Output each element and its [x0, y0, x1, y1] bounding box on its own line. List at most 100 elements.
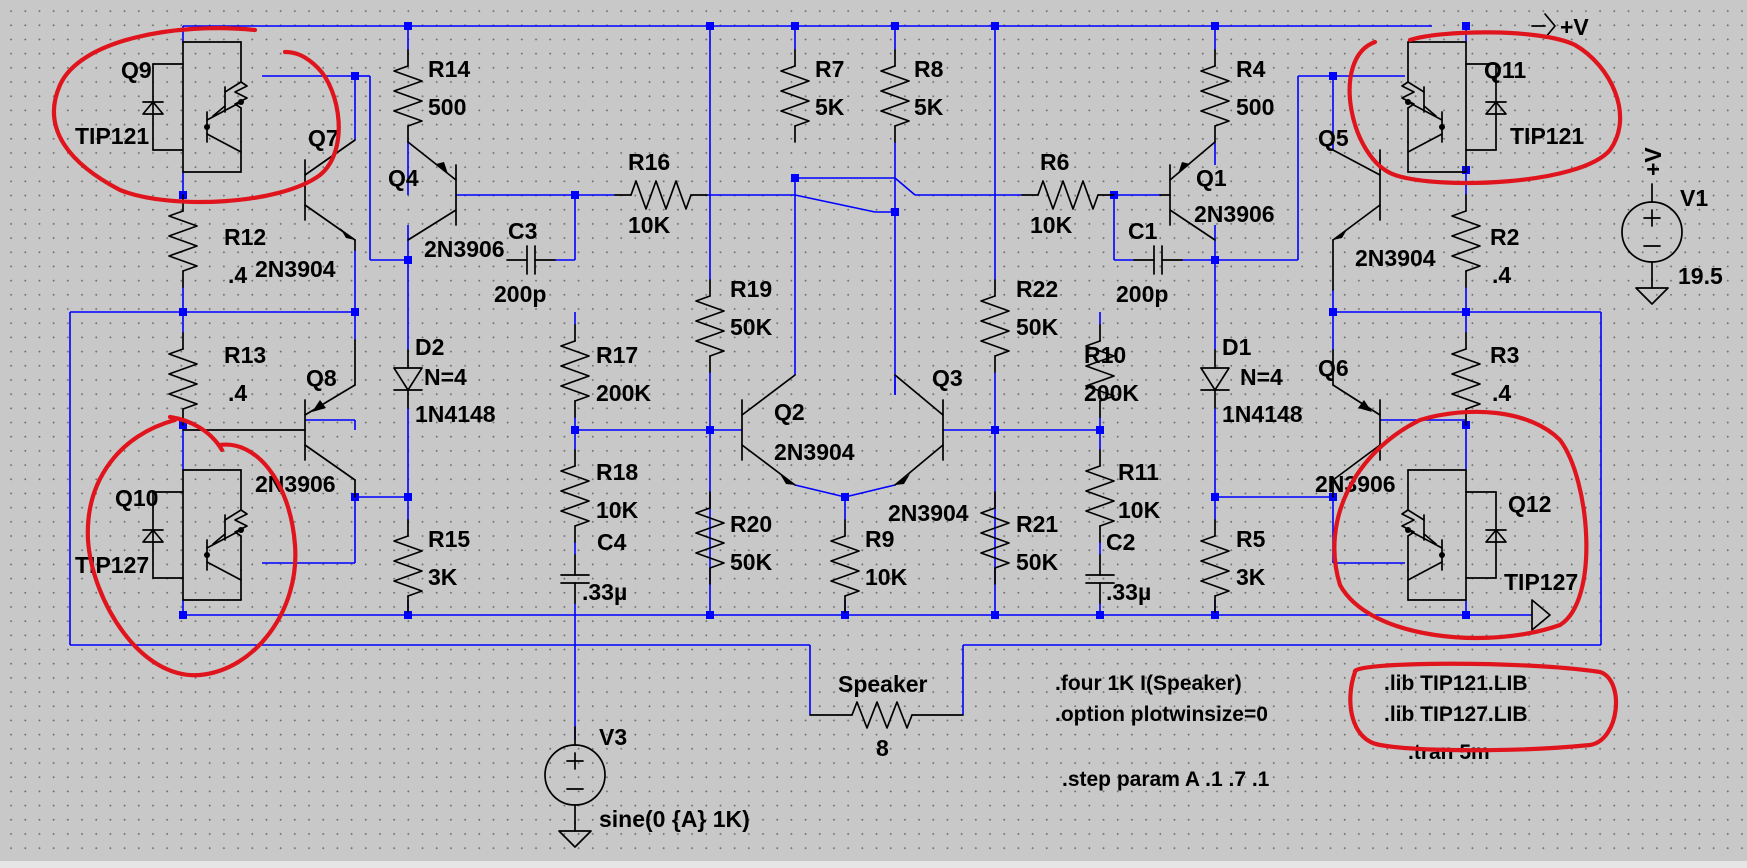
r18-resistor[interactable]: R18 10K	[560, 449, 639, 543]
c1-capacitor[interactable]: C1 200p	[1116, 218, 1183, 307]
r13-resistor[interactable]: R13 .4	[168, 332, 266, 426]
annotation-q10-circle	[85, 414, 298, 678]
r17-resistor[interactable]: R17 200K	[560, 324, 651, 418]
r14-ref: R14	[428, 56, 470, 82]
r20-resistor[interactable]: R20 50K	[695, 491, 773, 585]
r9-ref: R9	[865, 526, 894, 552]
wiring	[69, 25, 1602, 740]
v3-value: sine(0 {A} 1K)	[599, 806, 750, 832]
r10-ref: R10	[1084, 342, 1126, 368]
r5-ref: R5	[1236, 526, 1266, 552]
d1-param: N=4	[1240, 364, 1283, 390]
r13-value: .4	[228, 380, 247, 406]
d2-diode[interactable]: D2 N=4 1N4148	[393, 334, 496, 427]
directive-four: .four 1K I(Speaker)	[1055, 672, 1242, 695]
r11-resistor[interactable]: R11 10K	[1085, 449, 1161, 543]
q12-value: TIP127	[1504, 569, 1578, 595]
q5-transistor[interactable]: Q5 2N3904	[1318, 125, 1436, 291]
r16-resistor[interactable]: R16 10K	[614, 149, 708, 238]
r16-value: 10K	[628, 212, 671, 238]
window-bottom-strip	[0, 861, 1747, 868]
q12-darlington[interactable]	[1401, 469, 1507, 601]
r3-ref: R3	[1490, 342, 1519, 368]
r8-ref: R8	[914, 56, 944, 82]
q1-transistor[interactable]: Q1 2N3906	[1159, 141, 1275, 241]
r20-value: 50K	[730, 549, 773, 575]
directive-lib-tip127: .lib TIP127.LIB	[1384, 703, 1528, 726]
v3-ref: V3	[599, 724, 627, 750]
annotation-lib-box	[1348, 661, 1619, 753]
r7-resistor[interactable]: R7 5K	[780, 49, 845, 143]
q3-transistor[interactable]: Q3 2N3904	[888, 365, 969, 526]
v1-ref: V1	[1680, 185, 1708, 211]
r12-ref: R12	[224, 224, 266, 250]
r5-resistor[interactable]: R5 3K	[1200, 519, 1266, 613]
q11-ref: Q11	[1484, 57, 1526, 83]
r14-resistor[interactable]: R14 500	[393, 49, 470, 143]
q7-transistor[interactable]: Q7 2N3904	[255, 125, 356, 282]
r15-resistor[interactable]: R15 3K	[393, 519, 470, 613]
r19-ref: R19	[730, 276, 772, 302]
r16-ref: R16	[628, 149, 670, 175]
r18-value: 10K	[596, 497, 639, 523]
r21-ref: R21	[1016, 511, 1058, 537]
q4-value: 2N3906	[424, 236, 505, 262]
q8-transistor[interactable]: Q8 2N3906	[182, 339, 356, 498]
q9-darlington[interactable]: Q9 TIP121	[75, 41, 248, 173]
c2-value: .33µ	[1106, 579, 1151, 605]
r3-resistor[interactable]: R3 .4	[1451, 332, 1519, 426]
speaker-load[interactable]: Speaker 8	[809, 671, 964, 761]
v1-net-label: +V	[1640, 147, 1666, 176]
r22-ref: R22	[1016, 276, 1058, 302]
q8-value: 2N3906	[255, 471, 336, 497]
r10-value: 200K	[1084, 380, 1139, 406]
r8-resistor[interactable]: R8 5K	[880, 49, 944, 143]
c3-value: 200p	[494, 281, 546, 307]
d1-ref: D1	[1222, 334, 1252, 360]
r12-resistor[interactable]: R12 .4	[168, 194, 266, 288]
c1-ref: C1	[1128, 218, 1158, 244]
r2-value: .4	[1492, 262, 1511, 288]
r5-value: 3K	[1236, 564, 1266, 590]
c3-capacitor[interactable]: C3 200p	[494, 218, 556, 307]
d1-diode[interactable]: D1 N=4 1N4148	[1200, 334, 1303, 427]
r19-resistor[interactable]: R19 50K	[695, 276, 773, 373]
r21-resistor[interactable]: R21 50K	[980, 491, 1059, 585]
q6-ref: Q6	[1318, 355, 1349, 381]
r9-resistor[interactable]: R9 10K	[830, 519, 908, 613]
r22-value: 50K	[1016, 314, 1059, 340]
q5-value: 2N3904	[1355, 245, 1436, 271]
red-annotations	[51, 26, 1623, 753]
r11-value: 10K	[1118, 497, 1161, 523]
c1-value: 200p	[1116, 281, 1168, 307]
speaker-ref: Speaker	[838, 671, 928, 697]
d2-ref: D2	[415, 334, 444, 360]
q9-ref: Q9	[121, 57, 152, 83]
rail-label: +V	[1560, 14, 1589, 40]
r2-resistor[interactable]: R2 .4	[1451, 194, 1519, 288]
annotation-q12-circle	[1332, 409, 1589, 641]
r15-ref: R15	[428, 526, 470, 552]
q2-transistor[interactable]: Q2 2N3904	[741, 374, 855, 486]
q3-value: 2N3904	[888, 500, 969, 526]
rail-vplus: +V	[1531, 13, 1589, 40]
v1-source[interactable]: V1 19.5	[1621, 183, 1723, 305]
c2-capacitor[interactable]: C2 .33µ	[1085, 529, 1151, 605]
r22-resistor[interactable]: R22 50K	[980, 276, 1059, 373]
r4-resistor[interactable]: R4 500	[1200, 49, 1274, 143]
q4-transistor[interactable]: Q4 2N3906	[388, 141, 505, 262]
c4-capacitor[interactable]: C4 .33µ	[560, 529, 627, 605]
c3-ref: C3	[508, 218, 537, 244]
q8-ref: Q8	[306, 365, 337, 391]
r11-ref: R11	[1118, 459, 1159, 485]
r10-resistor[interactable]: R10 200K	[1084, 324, 1139, 418]
q7-value: 2N3904	[255, 256, 336, 282]
v3-source[interactable]: V3 sine(0 {A} 1K)	[544, 724, 750, 848]
directive-option: .option plotwinsize=0	[1055, 703, 1268, 726]
q1-ref: Q1	[1196, 165, 1227, 191]
q11-value: TIP121	[1510, 123, 1584, 149]
r6-resistor[interactable]: R6 10K	[1021, 149, 1115, 238]
r4-ref: R4	[1236, 56, 1266, 82]
q10-darlington[interactable]: Q10 TIP127	[75, 469, 248, 601]
